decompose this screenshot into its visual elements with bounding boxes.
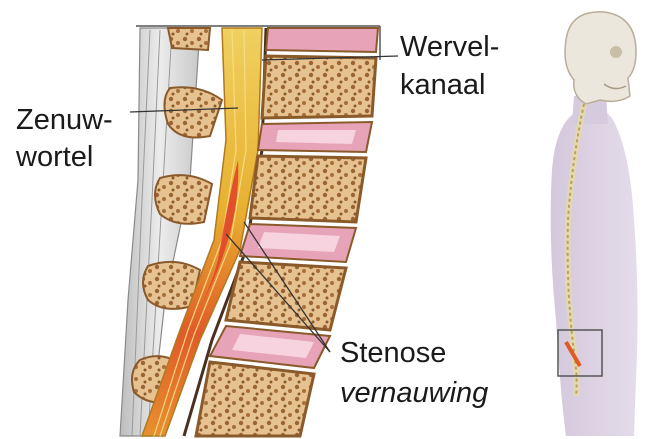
label-spinal-canal-line1: Wervel-: [400, 30, 499, 64]
label-stenosis-line1: Stenose: [340, 336, 446, 370]
label-spinal-canal-line2: kanaal: [400, 68, 485, 102]
label-nerve-root-line1: Zenuw-: [16, 103, 113, 137]
label-nerve-root-line2: wortel: [16, 140, 93, 174]
human-body-silhouette: [551, 96, 638, 436]
label-stenosis-line2: vernauwing: [340, 376, 488, 410]
skull-icon: [565, 12, 636, 104]
